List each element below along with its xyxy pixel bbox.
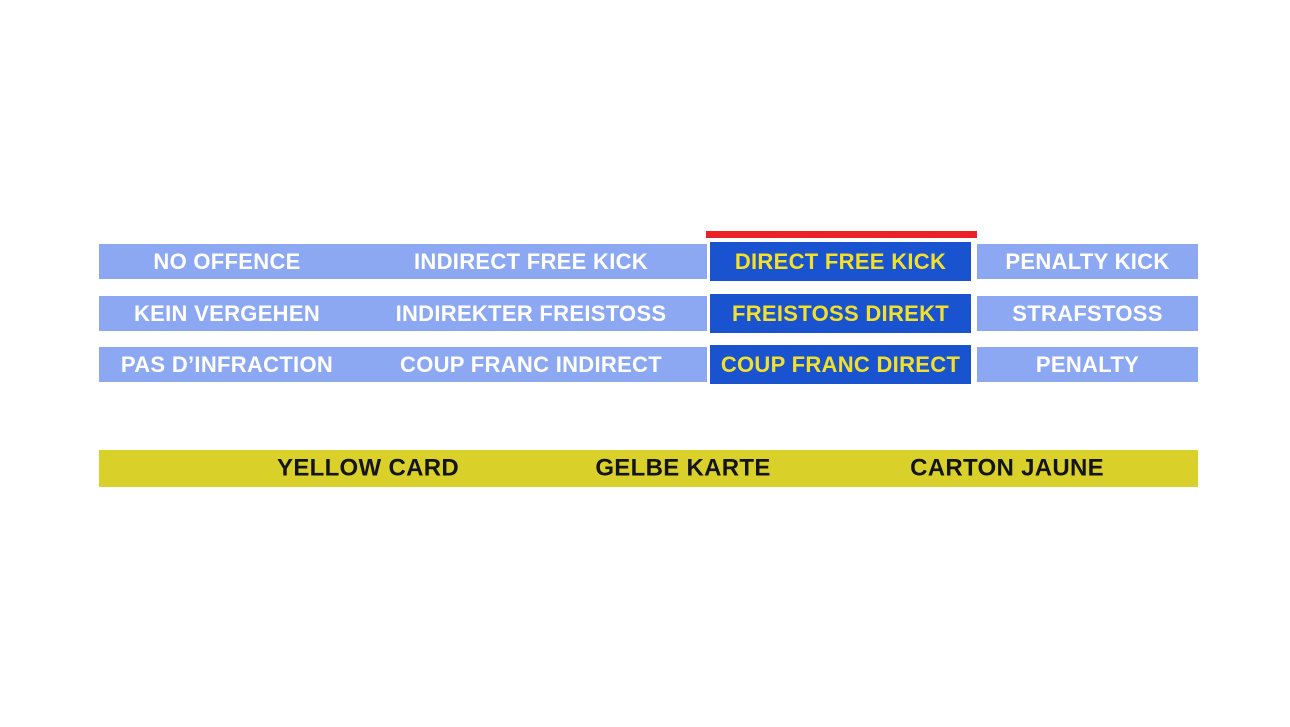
option-label: KEIN VERGEHEN [133, 300, 321, 326]
option-strafstoss[interactable]: STRAFSTOSS [977, 296, 1198, 331]
answer-row-left-block: PAS D’INFRACTION COUP FRANC INDIRECT [99, 347, 707, 382]
option-coup-franc-direct-selected[interactable]: COUP FRANC DIRECT [710, 345, 971, 384]
option-label: PENALTY [1035, 351, 1140, 377]
option-label: PENALTY KICK [1005, 248, 1170, 274]
option-no-offence[interactable]: NO OFFENCE [99, 244, 355, 279]
option-label: NO OFFENCE [153, 248, 301, 274]
option-indirekter-freistoss[interactable]: INDIREKTER FREISTOSS [355, 296, 707, 331]
card-label-english: YELLOW CARD [277, 453, 459, 481]
answer-row-german: KEIN VERGEHEN INDIREKTER FREISTOSS FREIS… [99, 294, 1198, 333]
option-label: PAS D’INFRACTION [120, 351, 334, 377]
answer-row-english: NO OFFENCE INDIRECT FREE KICK DIRECT FRE… [99, 242, 1198, 281]
option-label: INDIRECT FREE KICK [414, 248, 648, 274]
option-indirect-free-kick[interactable]: INDIRECT FREE KICK [355, 244, 707, 279]
yellow-card-bar[interactable]: YELLOW CARD GELBE KARTE CARTON JAUNE [99, 450, 1198, 487]
option-label: STRAFSTOSS [1012, 300, 1163, 326]
option-penalty[interactable]: PENALTY [977, 347, 1198, 382]
answer-row-french: PAS D’INFRACTION COUP FRANC INDIRECT COU… [99, 345, 1198, 384]
answer-row-left-block: KEIN VERGEHEN INDIREKTER FREISTOSS [99, 296, 707, 331]
option-label: COUP FRANC INDIRECT [400, 351, 662, 377]
card-label-french: CARTON JAUNE [910, 453, 1104, 481]
option-label: DIRECT FREE KICK [734, 248, 947, 274]
option-label: COUP FRANC DIRECT [720, 351, 961, 377]
option-freistoss-direkt-selected[interactable]: FREISTOSS DIREKT [710, 294, 971, 333]
option-penalty-kick[interactable]: PENALTY KICK [977, 244, 1198, 279]
card-label-german: GELBE KARTE [595, 453, 771, 481]
option-direct-free-kick-selected[interactable]: DIRECT FREE KICK [710, 242, 971, 281]
option-label: INDIREKTER FREISTOSS [395, 300, 667, 326]
option-kein-vergehen[interactable]: KEIN VERGEHEN [99, 296, 355, 331]
answer-row-left-block: NO OFFENCE INDIRECT FREE KICK [99, 244, 707, 279]
selected-answer-marker [706, 231, 977, 238]
option-label: FREISTOSS DIREKT [731, 300, 950, 326]
option-coup-franc-indirect[interactable]: COUP FRANC INDIRECT [355, 347, 707, 382]
option-pas-d-infraction[interactable]: PAS D’INFRACTION [99, 347, 355, 382]
